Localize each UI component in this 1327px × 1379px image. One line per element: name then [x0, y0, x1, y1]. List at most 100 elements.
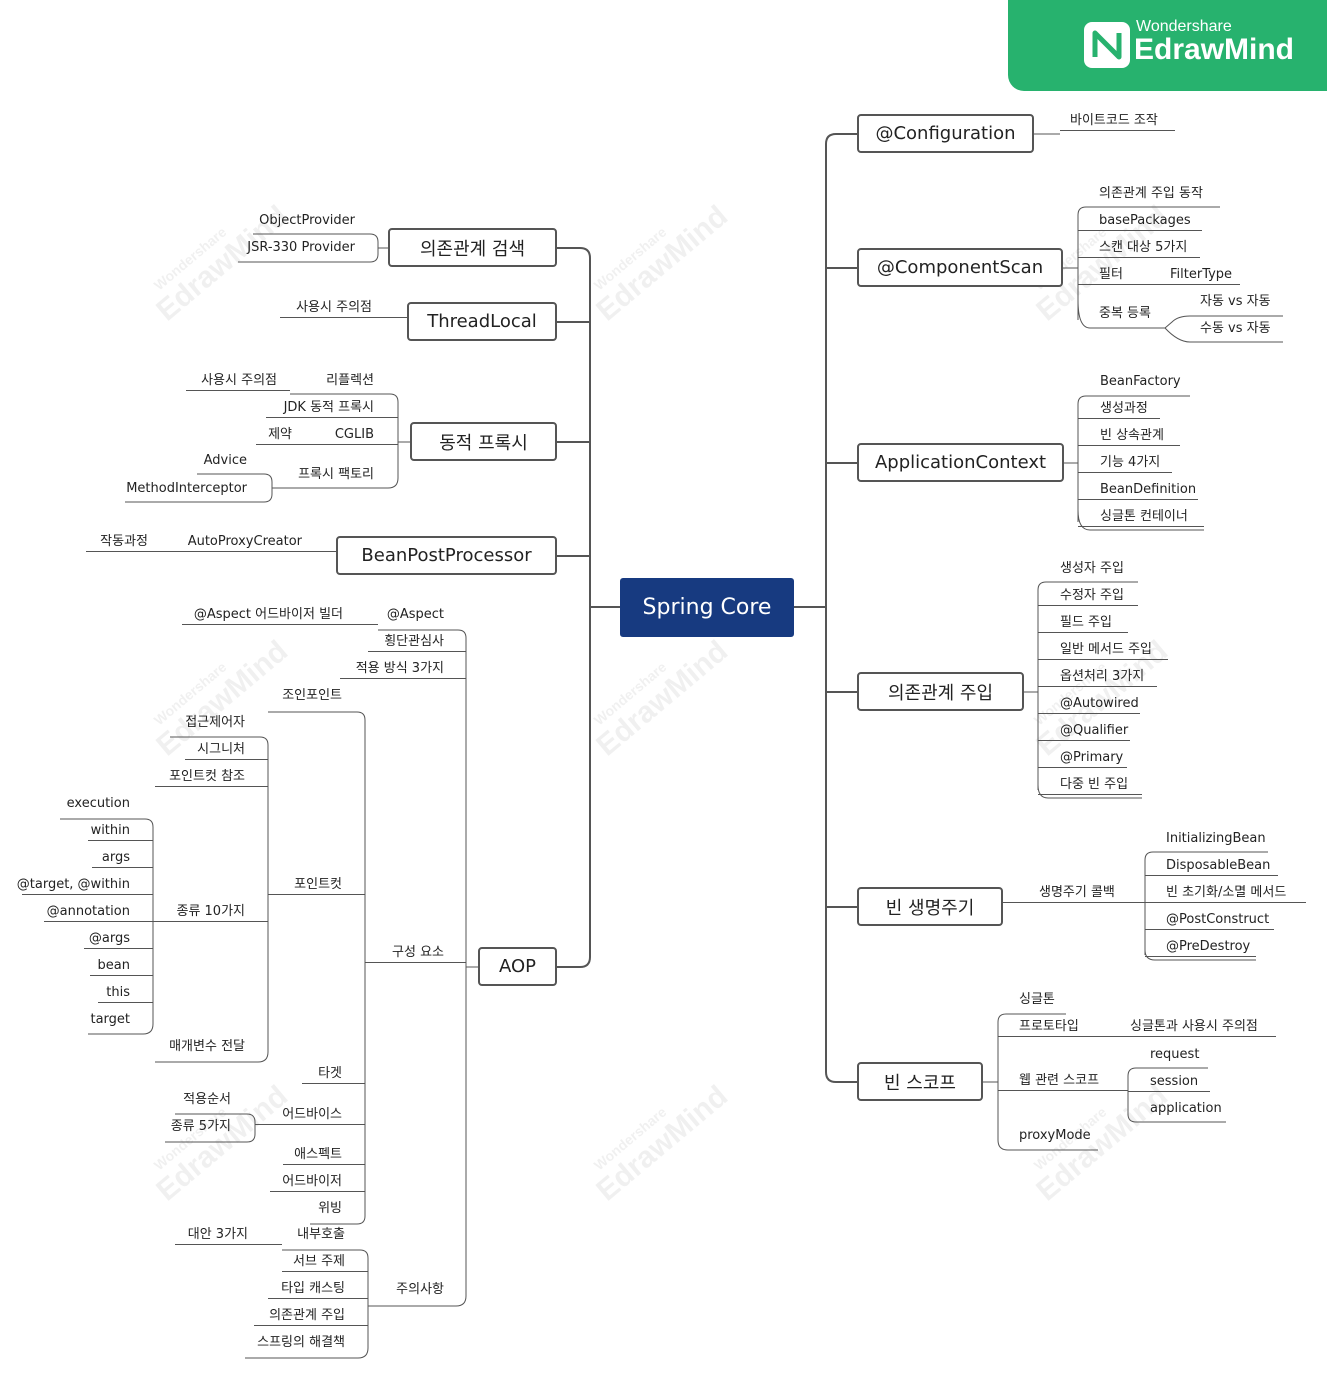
subtopic-cglib[interactable]: CGLIB: [334, 427, 374, 442]
subtopic-일반-메서드-주입[interactable]: 일반 메서드 주입: [1060, 642, 1152, 657]
subtopic-의존관계-주입-동작[interactable]: 의존관계 주입 동작: [1099, 186, 1203, 201]
subtopic-postconstruct[interactable]: @PostConstruct: [1166, 912, 1270, 927]
subtopic-어드바이스[interactable]: 어드바이스: [282, 1107, 342, 1122]
subtopic-args[interactable]: args: [101, 850, 130, 865]
topic-applicationcontext[interactable]: ApplicationContext: [857, 443, 1064, 482]
subtopic-target-within[interactable]: @target, @within: [16, 877, 130, 892]
subtopic-주의사항[interactable]: 주의사항: [396, 1282, 444, 1297]
subtopic-predestroy[interactable]: @PreDestroy: [1166, 939, 1251, 954]
subtopic-수동-vs-자동[interactable]: 수동 vs 자동: [1200, 321, 1271, 336]
topic-빈-스코프[interactable]: 빈 스코프: [857, 1062, 983, 1101]
subtopic-annotation[interactable]: @annotation: [46, 904, 130, 919]
subtopic-종류-10가지[interactable]: 종류 10가지: [176, 904, 245, 919]
subtopic-스프링의-해결책[interactable]: 스프링의 해결책: [257, 1335, 345, 1350]
topic-beanpostprocessor[interactable]: BeanPostProcessor: [336, 536, 557, 575]
subtopic-args[interactable]: @args: [88, 931, 130, 946]
subtopic-qualifier[interactable]: @Qualifier: [1060, 723, 1129, 738]
subtopic-옵션처리-3가지[interactable]: 옵션처리 3가지: [1060, 669, 1145, 684]
topic-빈-생명주기[interactable]: 빈 생명주기: [857, 887, 1003, 926]
subtopic-수정자-주입[interactable]: 수정자 주입: [1060, 588, 1124, 603]
topic-aop[interactable]: AOP: [478, 947, 557, 986]
subtopic-적용순서[interactable]: 적용순서: [183, 1092, 231, 1107]
subtopic-사용시-주의점[interactable]: 사용시 주의점: [296, 300, 372, 315]
subtopic-횡단관심사[interactable]: 횡단관심사: [384, 634, 444, 649]
subtopic-빈-초기화-소멸-메서드[interactable]: 빈 초기화/소멸 메서드: [1166, 885, 1287, 900]
subtopic-조인포인트[interactable]: 조인포인트: [282, 688, 342, 703]
topic-의존관계-주입[interactable]: 의존관계 주입: [857, 672, 1024, 711]
subtopic-objectprovider[interactable]: ObjectProvider: [259, 213, 355, 228]
subtopic-jsr-330-provider[interactable]: JSR-330 Provider: [247, 240, 355, 255]
subtopic-서브-주제[interactable]: 서브 주제: [293, 1254, 345, 1269]
subtopic-종류-5가지[interactable]: 종류 5가지: [170, 1119, 231, 1134]
subtopic-생성자-주입[interactable]: 생성자 주입: [1060, 561, 1124, 576]
subtopic-위빙[interactable]: 위빙: [318, 1201, 342, 1216]
subtopic-필드-주입[interactable]: 필드 주입: [1060, 615, 1112, 630]
subtopic-advice[interactable]: Advice: [203, 453, 247, 468]
root-topic[interactable]: Spring Core: [620, 578, 794, 637]
subtopic-적용-방식-3가지[interactable]: 적용 방식 3가지: [355, 661, 444, 676]
subtopic-target[interactable]: target: [90, 1012, 130, 1027]
subtopic-싱글톤-컨테이너[interactable]: 싱글톤 컨테이너: [1100, 509, 1188, 524]
subtopic-request[interactable]: request: [1150, 1047, 1200, 1062]
subtopic-작동과정[interactable]: 작동과정: [100, 534, 148, 549]
topic-의존관계-검색[interactable]: 의존관계 검색: [388, 228, 557, 267]
subtopic-this[interactable]: this: [106, 985, 130, 1000]
subtopic-session[interactable]: session: [1150, 1074, 1199, 1089]
subtopic-대안-3가지[interactable]: 대안 3가지: [187, 1227, 248, 1242]
subtopic-포인트컷-참조[interactable]: 포인트컷 참조: [169, 769, 245, 784]
subtopic-autoproxycreator[interactable]: AutoProxyCreator: [187, 534, 302, 549]
subtopic-바이트코드-조작[interactable]: 바이트코드 조작: [1070, 113, 1158, 128]
subtopic-포인트컷[interactable]: 포인트컷: [294, 877, 342, 892]
subtopic-접근제어자[interactable]: 접근제어자: [185, 715, 245, 730]
topic-동적-프록시[interactable]: 동적 프록시: [410, 422, 557, 461]
subtopic-disposablebean[interactable]: DisposableBean: [1166, 858, 1271, 873]
subtopic-필터[interactable]: 필터: [1099, 267, 1123, 282]
subtopic-중복-등록[interactable]: 중복 등록: [1099, 306, 1151, 321]
topic-threadlocal[interactable]: ThreadLocal: [407, 302, 557, 341]
subtopic-beandefinition[interactable]: BeanDefinition: [1100, 482, 1197, 497]
subtopic-primary[interactable]: @Primary: [1060, 750, 1124, 765]
subtopic-jdk-동적-프록시[interactable]: JDK 동적 프록시: [283, 400, 374, 415]
subtopic-execution[interactable]: execution: [66, 796, 130, 811]
subtopic-initializingbean[interactable]: InitializingBean: [1166, 831, 1266, 846]
subtopic-filtertype[interactable]: FilterType: [1170, 267, 1233, 282]
subtopic-사용시-주의점[interactable]: 사용시 주의점: [201, 373, 277, 388]
subtopic-애스펙트[interactable]: 애스펙트: [294, 1147, 342, 1162]
subtopic-리플렉션[interactable]: 리플렉션: [326, 373, 374, 388]
subtopic-제약[interactable]: 제약: [268, 427, 292, 442]
subtopic-within[interactable]: within: [90, 823, 130, 838]
subtopic-beanfactory[interactable]: BeanFactory: [1100, 374, 1181, 389]
subtopic-의존관계-주입[interactable]: 의존관계 주입: [269, 1308, 345, 1323]
subtopic-methodinterceptor[interactable]: MethodInterceptor: [126, 481, 247, 496]
connector-curve: [175, 1113, 256, 1128]
subtopic-aspect[interactable]: @Aspect: [386, 607, 444, 622]
subtopic-매개변수-전달[interactable]: 매개변수 전달: [169, 1039, 245, 1054]
subtopic-proxymode[interactable]: proxyMode: [1019, 1128, 1091, 1143]
subtopic-싱글톤[interactable]: 싱글톤: [1019, 992, 1055, 1007]
subtopic-빈-상속관계[interactable]: 빈 상속관계: [1100, 428, 1164, 443]
subtopic-생명주기-콜백[interactable]: 생명주기 콜백: [1039, 885, 1115, 900]
subtopic-자동-vs-자동[interactable]: 자동 vs 자동: [1200, 294, 1271, 309]
topic-configuration[interactable]: @Configuration: [857, 114, 1034, 153]
subtopic-타겟[interactable]: 타겟: [318, 1066, 342, 1081]
subtopic-basepackages[interactable]: basePackages: [1099, 213, 1191, 228]
subtopic-싱글톤과-사용시-주의점[interactable]: 싱글톤과 사용시 주의점: [1130, 1019, 1258, 1034]
subtopic-구성-요소[interactable]: 구성 요소: [392, 945, 444, 960]
subtopic-타입-캐스팅[interactable]: 타입 캐스팅: [281, 1281, 345, 1296]
subtopic-프로토타입[interactable]: 프로토타입: [1019, 1019, 1079, 1034]
subtopic-프록시-팩토리[interactable]: 프록시 팩토리: [298, 467, 374, 482]
subtopic-application[interactable]: application: [1150, 1101, 1222, 1116]
subtopic-bean[interactable]: bean: [97, 958, 130, 973]
subtopic-autowired[interactable]: @Autowired: [1060, 696, 1139, 711]
subtopic-시그니처[interactable]: 시그니처: [197, 742, 245, 757]
subtopic-기능-4가지[interactable]: 기능 4가지: [1100, 455, 1161, 470]
subtopic-aspect-어드바이저-빌더[interactable]: @Aspect 어드바이저 빌더: [193, 607, 343, 622]
subtopic-다중-빈-주입[interactable]: 다중 빈 주입: [1060, 777, 1129, 792]
topic-componentscan[interactable]: @ComponentScan: [857, 248, 1063, 287]
subtopic-내부호출[interactable]: 내부호출: [297, 1227, 345, 1242]
subtopic-웹-관련-스코프[interactable]: 웹 관련 스코프: [1019, 1073, 1100, 1088]
subtopic-스캔-대상-5가지[interactable]: 스캔 대상 5가지: [1099, 240, 1188, 255]
subtopic-생성과정[interactable]: 생성과정: [1100, 401, 1148, 416]
subtopic-어드바이저[interactable]: 어드바이저: [282, 1174, 342, 1189]
